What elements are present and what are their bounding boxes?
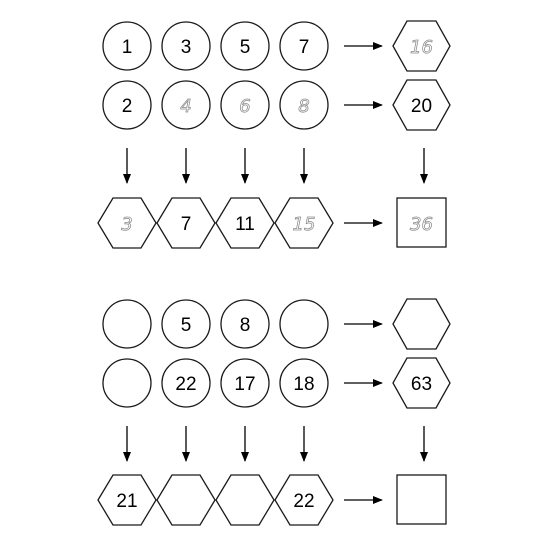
p1-row2-circle-2	[161, 80, 211, 130]
p1-sum-value-1: 3	[121, 214, 132, 235]
p2-row2-value-3: 17	[234, 374, 255, 395]
p2-row1: 5 8	[102, 299, 329, 349]
puzzle-1: 1 3 5 7 16 2 4 6 8 20	[97, 20, 451, 249]
p2-row1-result-hexagon	[392, 298, 451, 350]
p1-row1-value-3: 5	[240, 37, 251, 58]
p1-row2-value-3: 6	[239, 96, 250, 117]
p1-row1: 1 3 5 7	[102, 21, 329, 71]
p1-row1-circle-3	[220, 21, 270, 71]
p1-row2-value-4: 8	[298, 96, 309, 117]
p1-row1-value-2: 3	[181, 37, 192, 58]
p2-row2-value-4: 18	[293, 374, 314, 395]
p1-sum-hexagon-2	[156, 197, 216, 249]
p1-row1-value-1: 1	[122, 37, 133, 58]
p1-row2-circle-3	[220, 80, 270, 130]
p1-sum-value-3: 11	[235, 214, 255, 235]
p2-row1-circle-4	[279, 299, 329, 349]
puzzle-2: 5 8 22 17 18 63 21	[97, 298, 451, 526]
p1-total-value: 36	[410, 214, 433, 235]
p2-total-square	[396, 474, 447, 525]
p1-row2-result-value: 20	[411, 96, 432, 117]
p1-sum-hexagon-3	[215, 197, 275, 249]
p1-row1-value-4: 7	[299, 37, 310, 58]
p1-sums: 3 7 11 15	[97, 197, 334, 249]
p1-row2-result-hexagon	[392, 79, 451, 131]
p2-row1-circle-3	[220, 299, 270, 349]
p1-sum-hexagon-4	[274, 197, 334, 249]
p2-row2: 22 17 18	[102, 358, 329, 408]
p1-row1-circle-2	[161, 21, 211, 71]
p2-row1-circle-1	[102, 299, 152, 349]
p2-sum-value-1: 21	[116, 491, 137, 512]
p1-row2-circle-4	[279, 80, 329, 130]
p1-row2-value-1: 2	[122, 96, 133, 117]
p1-row1-result-hexagon	[392, 20, 451, 72]
p1-row2: 2 4 6 8	[102, 80, 329, 130]
p2-row2-circle-1	[102, 358, 152, 408]
p1-total-square	[396, 197, 447, 248]
p2-row2-value-2: 22	[175, 374, 196, 395]
p2-sum-value-4: 22	[293, 491, 314, 512]
p1-sum-value-4: 15	[293, 214, 316, 235]
p2-sum-hexagon-1	[97, 474, 157, 526]
p2-row2-circle-3	[220, 358, 270, 408]
p2-sum-hexagon-2	[156, 474, 216, 526]
p2-row1-circle-2	[161, 299, 211, 349]
p1-row1-circle-1	[102, 21, 152, 71]
p2-row2-circle-2	[161, 358, 211, 408]
p1-row2-value-2: 4	[180, 96, 191, 117]
p1-row1-circle-4	[279, 21, 329, 71]
p1-sum-value-2: 7	[181, 214, 192, 235]
p2-sums: 21 22	[97, 474, 334, 526]
p1-row1-result-value: 16	[410, 37, 433, 58]
p2-sum-hexagon-4	[274, 474, 334, 526]
p1-row2-circle-1	[102, 80, 152, 130]
p2-sum-hexagon-3	[215, 474, 275, 526]
p2-row1-value-2: 5	[181, 315, 192, 336]
p2-row2-result-hexagon	[392, 357, 451, 409]
p2-row1-value-3: 8	[240, 315, 251, 336]
p2-row2-circle-4	[279, 358, 329, 408]
p1-sum-hexagon-1	[97, 197, 157, 249]
p2-row2-result-value: 63	[411, 374, 432, 395]
